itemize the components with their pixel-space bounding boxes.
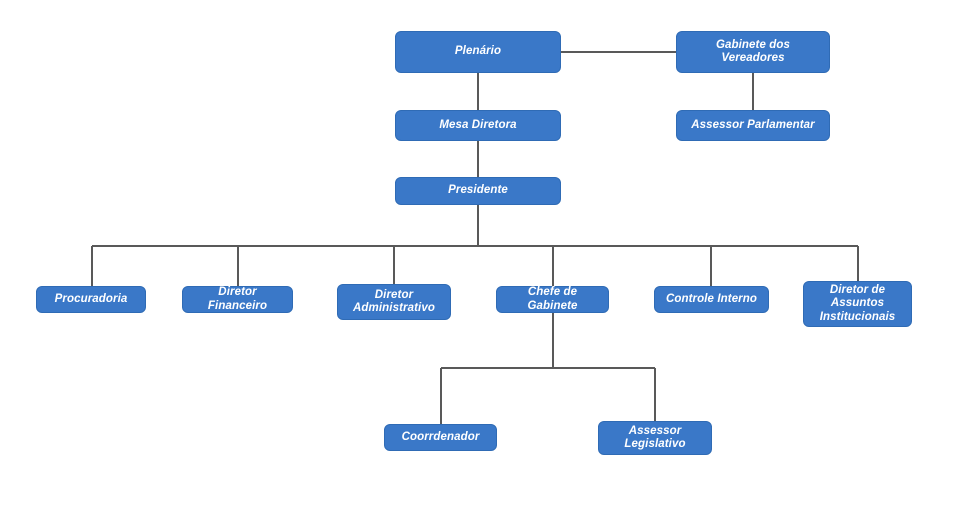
node-procuradoria[interactable]: Procuradoria	[36, 286, 146, 313]
node-mesa-diretora[interactable]: Mesa Diretora	[395, 110, 561, 141]
node-assessor-parlamentar[interactable]: Assessor Parlamentar	[676, 110, 830, 141]
node-assessor-legislativo[interactable]: Assessor Legislativo	[598, 421, 712, 455]
node-coorrdenador[interactable]: Coorrdenador	[384, 424, 497, 451]
node-gabinete-dos-vereadores[interactable]: Gabinete dos Vereadores	[676, 31, 830, 73]
node-diretor-financeiro[interactable]: Diretor Financeiro	[182, 286, 293, 313]
node-presidente[interactable]: Presidente	[395, 177, 561, 205]
node-diretor-de-assuntos-institucionais[interactable]: Diretor de Assuntos Institucionais	[803, 281, 912, 327]
node-controle-interno[interactable]: Controle Interno	[654, 286, 769, 313]
node-diretor-administrativo[interactable]: Diretor Administrativo	[337, 284, 451, 320]
node-plenario[interactable]: Plenário	[395, 31, 561, 73]
node-chefe-de-gabinete[interactable]: Chefe de Gabinete	[496, 286, 609, 313]
